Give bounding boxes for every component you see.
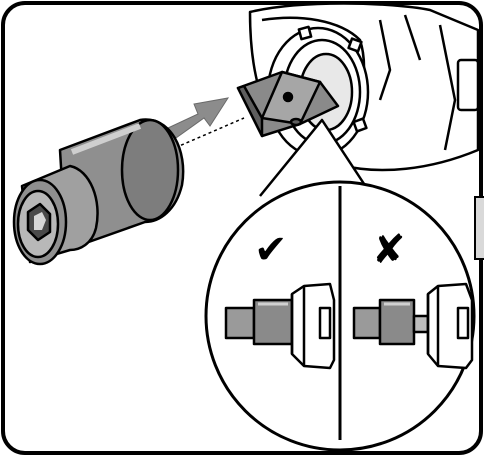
page-edge-tab	[474, 196, 484, 260]
check-icon: ✔	[254, 227, 288, 273]
impact-socket	[12, 118, 185, 266]
alignment-guide	[169, 117, 245, 151]
incorrect-fit-illustration	[352, 282, 474, 370]
cross-icon: ✘	[372, 227, 406, 273]
insert-arrow-icon	[167, 97, 230, 139]
square-drive-anvil	[236, 70, 340, 138]
detail-inset	[204, 118, 476, 452]
correct-fit-illustration	[224, 282, 336, 370]
inset-pointer	[259, 118, 374, 197]
